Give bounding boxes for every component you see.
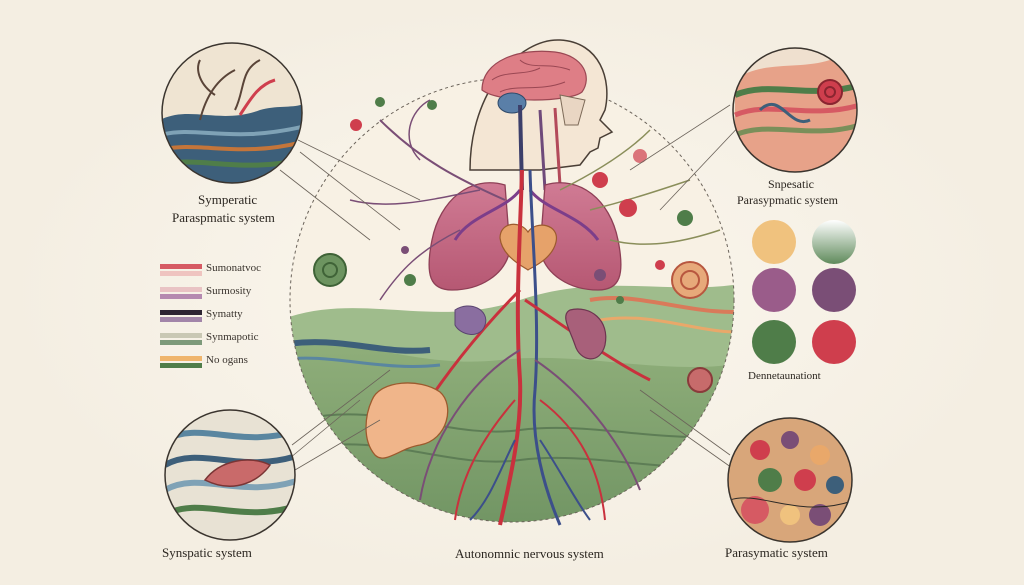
legend-swatch — [160, 287, 202, 292]
swatch-dark-purple — [812, 268, 856, 312]
caption-bottom-right: Parasymatic system — [725, 545, 828, 560]
corner-circle-top-left — [161, 42, 303, 184]
legend-item: No ogans — [160, 354, 290, 372]
caption-top-left-2: Paraspmatic system — [172, 210, 275, 225]
legend-swatch — [160, 310, 202, 315]
scattered-nodes — [350, 97, 693, 304]
legend-label: Sumonatvoc — [206, 262, 261, 274]
connector-lines — [279, 104, 746, 471]
legend-item: Symatty — [160, 308, 290, 326]
legend-label: No ogans — [206, 354, 248, 366]
swatch-green — [752, 320, 796, 364]
legend-swatch — [160, 294, 202, 299]
legend-item: Sumonatvoc — [160, 262, 290, 280]
legend-label: Surmosity — [206, 285, 252, 297]
legend-swatch — [160, 340, 202, 345]
caption-bottom-left: Synspatic system — [162, 545, 252, 560]
legend-swatch — [160, 264, 202, 269]
legend-swatch — [160, 333, 202, 338]
nerve-trunk — [349, 99, 721, 526]
legend-label: Synmapotic — [206, 331, 259, 343]
caption-bottom-center: Autonomnic nervous system — [455, 546, 604, 561]
corner-circle-bottom-right — [727, 417, 853, 543]
swatch-green-gradient — [812, 220, 856, 264]
corner-circle-top-right — [732, 47, 858, 173]
legend-swatch — [160, 363, 202, 368]
head-profile — [469, 39, 614, 191]
legend-swatch — [160, 271, 202, 276]
swatch-label: Dennetaunationt — [748, 370, 821, 382]
legend-item: Synmapotic — [160, 331, 290, 349]
swatch-orange — [752, 220, 796, 264]
legend-swatch — [160, 356, 202, 361]
liver — [365, 382, 449, 459]
swatch-purple — [752, 268, 796, 312]
caption-top-left-1: Symperatic — [198, 192, 258, 207]
swatch-red — [812, 320, 856, 364]
caption-top-right-1: Snpesatic — [768, 177, 814, 191]
legend-label: Symatty — [206, 308, 243, 320]
stomach — [565, 308, 607, 360]
corner-circle-bottom-left — [164, 409, 296, 541]
caption-top-right-2: Parasypmatic system — [737, 193, 838, 207]
legend-swatch — [160, 317, 202, 322]
legend-item: Surmosity — [160, 285, 290, 303]
lungs — [428, 182, 622, 291]
